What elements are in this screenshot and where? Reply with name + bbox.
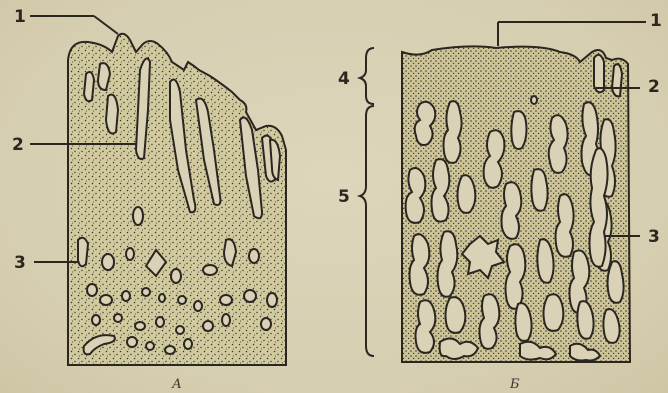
bracket-5 xyxy=(360,106,374,356)
gland-a25 xyxy=(220,295,232,305)
gland-b8 xyxy=(406,168,426,223)
label-a3: 3 xyxy=(14,253,26,273)
gland-a1 xyxy=(84,72,94,101)
gland-a30 xyxy=(135,322,145,330)
gland-b9 xyxy=(432,159,450,222)
label-a2: 2 xyxy=(12,135,24,155)
gland-b12 xyxy=(531,169,547,211)
label-b4: 4 xyxy=(338,69,350,89)
label-a1: 1 xyxy=(14,7,26,27)
panel-a: 1 2 3 А xyxy=(12,7,286,392)
gland-b15 xyxy=(410,234,430,295)
gland-b24 xyxy=(480,294,500,349)
pit-b2 xyxy=(612,64,622,96)
gland-b10 xyxy=(458,175,476,213)
gland-b5 xyxy=(549,115,568,173)
gland-a14 xyxy=(171,269,181,283)
panel-b: 1 2 3 4 5 Б xyxy=(338,11,662,392)
gland-a22 xyxy=(159,294,165,302)
gland-b13 xyxy=(556,194,574,257)
gland-b1 xyxy=(415,102,436,145)
gland-a3 xyxy=(106,95,118,134)
gland-a31 xyxy=(156,317,164,327)
gland-a19 xyxy=(100,295,112,305)
duct-a1 xyxy=(78,238,88,267)
gland-b22 xyxy=(416,300,436,353)
gland-a20 xyxy=(122,291,130,301)
pit-b1 xyxy=(594,55,604,92)
gland-a36 xyxy=(127,337,137,347)
gland-a33 xyxy=(203,321,213,331)
gland-b-main xyxy=(590,148,608,267)
gland-b4 xyxy=(511,111,526,149)
gland-a12 xyxy=(126,248,134,260)
gland-a11 xyxy=(102,254,114,270)
gland-a10 xyxy=(133,207,143,225)
gland-a35 xyxy=(261,318,271,330)
gland-a17 xyxy=(249,249,259,263)
gland-a39 xyxy=(184,339,192,349)
layer-brackets xyxy=(360,48,374,356)
gland-b27 xyxy=(577,301,593,339)
gland-a34 xyxy=(222,314,230,326)
gland-a26 xyxy=(244,290,256,302)
gland-b26 xyxy=(544,294,564,331)
label-b3: 3 xyxy=(648,227,660,247)
gland-a23 xyxy=(178,296,186,304)
gland-a21 xyxy=(142,288,150,296)
caption-b: Б xyxy=(509,377,520,392)
label-b1: 1 xyxy=(650,11,662,31)
gland-a38 xyxy=(165,346,175,354)
gland-a32 xyxy=(176,326,184,334)
bracket-4 xyxy=(360,48,374,104)
gland-a28 xyxy=(92,315,100,325)
gland-a29 xyxy=(114,314,122,322)
label-b2: 2 xyxy=(648,77,660,97)
gland-b23 xyxy=(446,297,466,333)
gland-a27 xyxy=(267,293,277,307)
gland-a18 xyxy=(87,284,97,296)
pit-b3 xyxy=(531,96,537,104)
gland-a15 xyxy=(203,265,217,275)
label-b5: 5 xyxy=(338,187,350,207)
gland-b11 xyxy=(502,182,522,239)
gland-b16 xyxy=(438,231,458,297)
caption-a: А xyxy=(171,377,182,392)
gland-b25 xyxy=(515,303,531,341)
gland-b3 xyxy=(484,130,505,188)
leader-a1-drop xyxy=(94,16,118,34)
gland-a37 xyxy=(146,342,154,350)
gland-a24 xyxy=(194,301,202,311)
gland-b21 xyxy=(608,261,624,303)
gland-b18 xyxy=(506,244,526,309)
